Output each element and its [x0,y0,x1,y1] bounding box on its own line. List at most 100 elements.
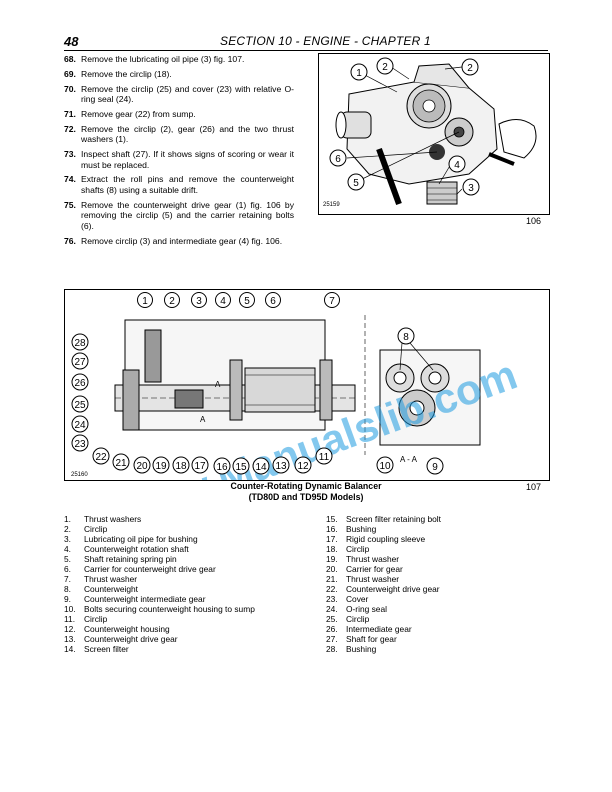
callout-left-27: 27 [71,352,89,370]
svg-text:15: 15 [235,462,247,473]
callout-bottom-21: 21 [112,453,130,471]
figure-106-ref: 25159 [323,202,340,208]
callout-bottom-20: 20 [133,456,151,474]
header-rule [64,50,548,51]
step-72: 72.Remove the circlip (2), gear (26) and… [64,124,294,145]
svg-text:4: 4 [454,160,460,171]
step-73: 73. Inspect shaft (27). If it shows signs… [64,149,294,170]
figure-106: 1 2 2 6 4 5 3 25159 [318,53,550,215]
svg-text:8: 8 [403,332,409,343]
legend-item: 16.Bushing [326,524,377,534]
svg-text:10: 10 [379,461,391,472]
svg-text:14: 14 [255,462,267,473]
figure-107: A A A - A www.Manualslib.com 1 2 3 4 5 6… [64,289,550,540]
step-number: 73. [64,149,76,160]
callout-top-3: 3 [191,292,207,308]
step-number: 75. [64,199,76,210]
step-text: Remove gear (22) from sump. [81,108,196,119]
step-70: 70.Remove the circlip (25) and cover (23… [64,84,294,105]
callout-2b: 2 [461,58,479,76]
legend-item: 1.Thrust washers [64,514,142,524]
legend-item: 18.Circlip [326,544,370,554]
step-75: 75. Remove the counterweight drive gear (… [64,200,294,232]
svg-text:1: 1 [142,296,148,307]
step-number: 68. [64,54,76,64]
legend-item: 12.Counterweight housing [64,624,170,634]
step-text: Extract the roll pins and remove the cou… [81,174,294,196]
legend-item: 13.Counterweight drive gear [64,634,178,644]
callout-right-8: 8 [397,327,415,345]
callout-top-4: 4 [215,292,231,308]
callout-bottom-19: 19 [152,456,170,474]
svg-text:21: 21 [115,458,127,469]
figure-107-number: 107 [526,482,542,492]
callout-1: 1 [350,63,368,81]
step-number: 76. [64,235,76,246]
legend-item: 5.Shaft retaining spring pin [64,554,177,564]
svg-text:24: 24 [74,420,86,431]
legend-item: 19.Thrust washer [326,554,400,564]
callout-bottom-14: 14 [252,457,270,475]
legend-item: 10.Bolts securing counterweight housing … [64,604,255,614]
callout-bottom-10: 10 [376,456,394,474]
svg-text:19: 19 [155,461,167,472]
legend-item: 27.Shaft for gear [326,634,397,644]
callout-top-7: 7 [324,292,340,308]
legend-item: 4.Counterweight rotation shaft [64,544,189,554]
step-text: Remove the circlip (18). [81,68,172,79]
svg-text:12: 12 [297,461,309,472]
legend-item: 17.Rigid coupling sleeve [326,534,426,544]
legend-item: 22.Counterweight drive gear [326,584,440,594]
legend-item: 23.Cover [326,594,369,604]
step-number: 72. [64,123,76,134]
legend-item: 15.Screen filter retaining bolt [326,514,441,524]
svg-text:16: 16 [216,462,228,473]
callout-top-6: 6 [265,292,281,308]
callout-top-1: 1 [137,292,153,308]
step-text: Remove the lubricating oil pipe (3) fig.… [81,54,245,64]
legend-item: 14.Screen filter [64,644,129,654]
callout-left-26: 26 [71,373,89,391]
svg-text:22: 22 [95,452,107,463]
legend-item: 28.Bushing [326,644,377,654]
step-74: 74. Extract the roll pins and remove the … [64,174,294,195]
callout-left-24: 24 [71,415,89,433]
callout-bottom-17: 17 [191,456,209,474]
step-68: 68. Remove the lubricating oil pipe (3) f… [64,54,294,65]
svg-text:4: 4 [220,296,226,307]
svg-text:18: 18 [175,461,187,472]
step-text: Inspect shaft (27). If it shows signs of… [81,149,294,170]
callout-5: 5 [347,173,365,191]
svg-text:1: 1 [356,68,362,79]
step-text: Remove the counterweight drive gear (1) … [81,199,294,232]
step-text: Remove the circlip (25) and cover (23) w… [81,83,294,105]
callout-4: 4 [448,155,466,173]
section-mark-a1: A [215,380,221,389]
step-number: 74. [64,174,76,185]
section-mark-a2: A [200,415,206,424]
svg-text:6: 6 [270,296,276,307]
section-title: SECTION 10 - ENGINE - CHAPTER 1 [220,34,431,48]
callout-bottom-9: 9 [426,457,444,475]
caption-line-2: (TD80D and TD95D Models) [248,492,364,502]
caption-line-1: Counter-Rotating Dynamic Balancer [230,481,382,491]
legend-item: 21.Thrust washer [326,574,400,584]
svg-text:17: 17 [194,461,206,472]
step-number: 71. [64,108,76,119]
callout-bottom-22: 22 [92,447,110,465]
step-number: 69. [64,68,76,79]
legend-item: 24.O-ring seal [326,604,387,614]
svg-text:26: 26 [74,378,86,389]
callout-bottom-16: 16 [213,457,231,475]
callout-top-2: 2 [164,292,180,308]
svg-text:2: 2 [169,296,175,307]
callout-bottom-13: 13 [272,456,290,474]
legend-item: 11.Circlip [64,614,108,624]
svg-text:27: 27 [74,357,86,368]
callout-top-5: 5 [239,292,255,308]
section-mark-aa: A - A [400,455,418,464]
page-number: 48 [64,34,79,49]
step-76: 76.Remove circlip (3) and intermediate g… [64,236,294,247]
callout-bottom-18: 18 [172,456,190,474]
svg-text:2: 2 [467,63,473,74]
